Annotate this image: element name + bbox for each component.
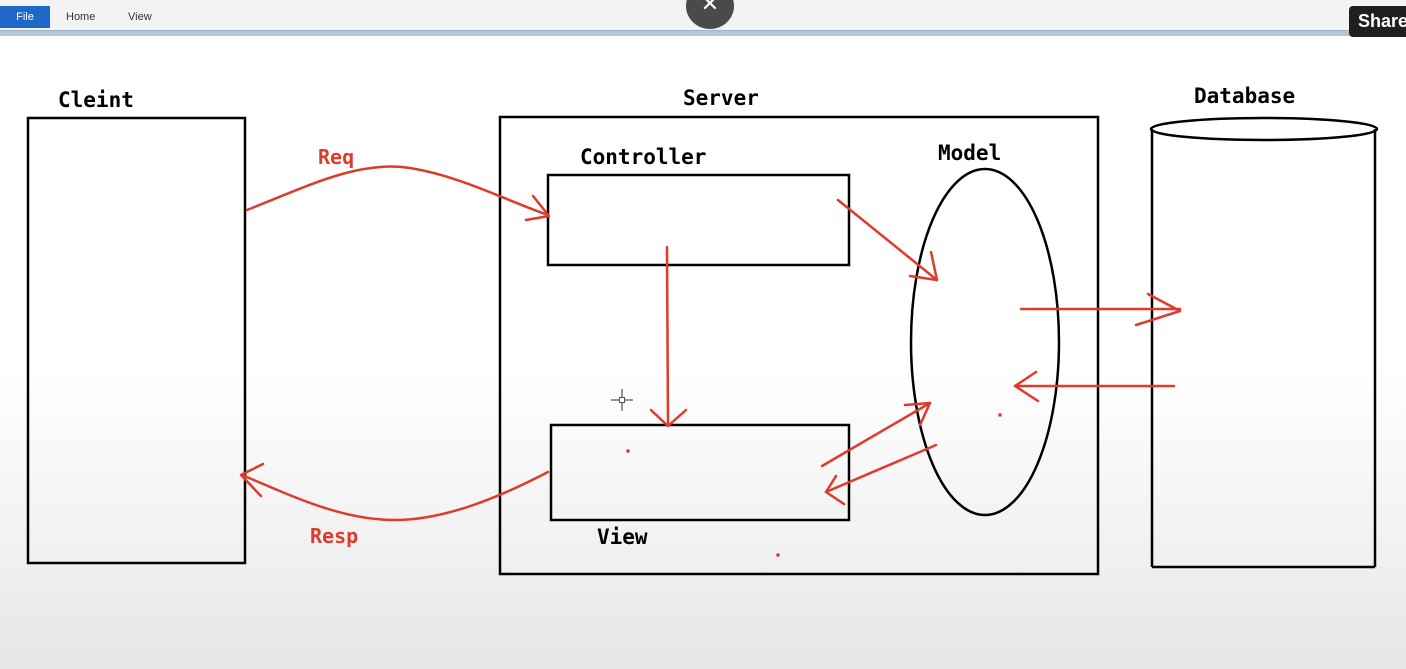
client-box: [26, 116, 247, 565]
stray-dot: [998, 413, 1002, 417]
close-icon: ✕: [700, 0, 720, 17]
database-label: Database: [1194, 84, 1295, 108]
database-cylinder: [1149, 116, 1379, 569]
share-button[interactable]: Share: [1349, 6, 1406, 37]
response-label: Resp: [310, 524, 358, 548]
controller-label: Controller: [580, 145, 706, 169]
view-box: [549, 423, 851, 522]
request-arrow: [245, 165, 551, 222]
file-menu-tab[interactable]: File: [0, 6, 50, 28]
controller-to-view-arrow: [649, 245, 688, 428]
model-to-view-arrow: [824, 443, 938, 506]
response-arrow: [239, 462, 550, 522]
view-label: View: [597, 525, 648, 549]
request-label: Req: [318, 145, 354, 169]
client-label: Cleint: [58, 88, 134, 112]
home-menu-tab[interactable]: Home: [66, 11, 96, 23]
model-ellipse: [909, 167, 1061, 517]
ribbon-divider: [0, 30, 1406, 36]
crosshair-cursor-icon: [611, 389, 633, 411]
database-to-model-arrow: [1013, 370, 1176, 403]
server-box: [498, 115, 1100, 576]
stray-dot: [776, 553, 780, 557]
controller-to-model-arrow: [836, 198, 939, 282]
model-to-database-arrow: [1019, 292, 1182, 327]
stray-dot: [626, 449, 630, 453]
view-menu-tab[interactable]: View: [128, 11, 152, 23]
server-label: Server: [683, 86, 759, 110]
model-label: Model: [938, 141, 1001, 165]
controller-box: [546, 173, 851, 267]
view-to-model-arrow: [820, 401, 932, 468]
